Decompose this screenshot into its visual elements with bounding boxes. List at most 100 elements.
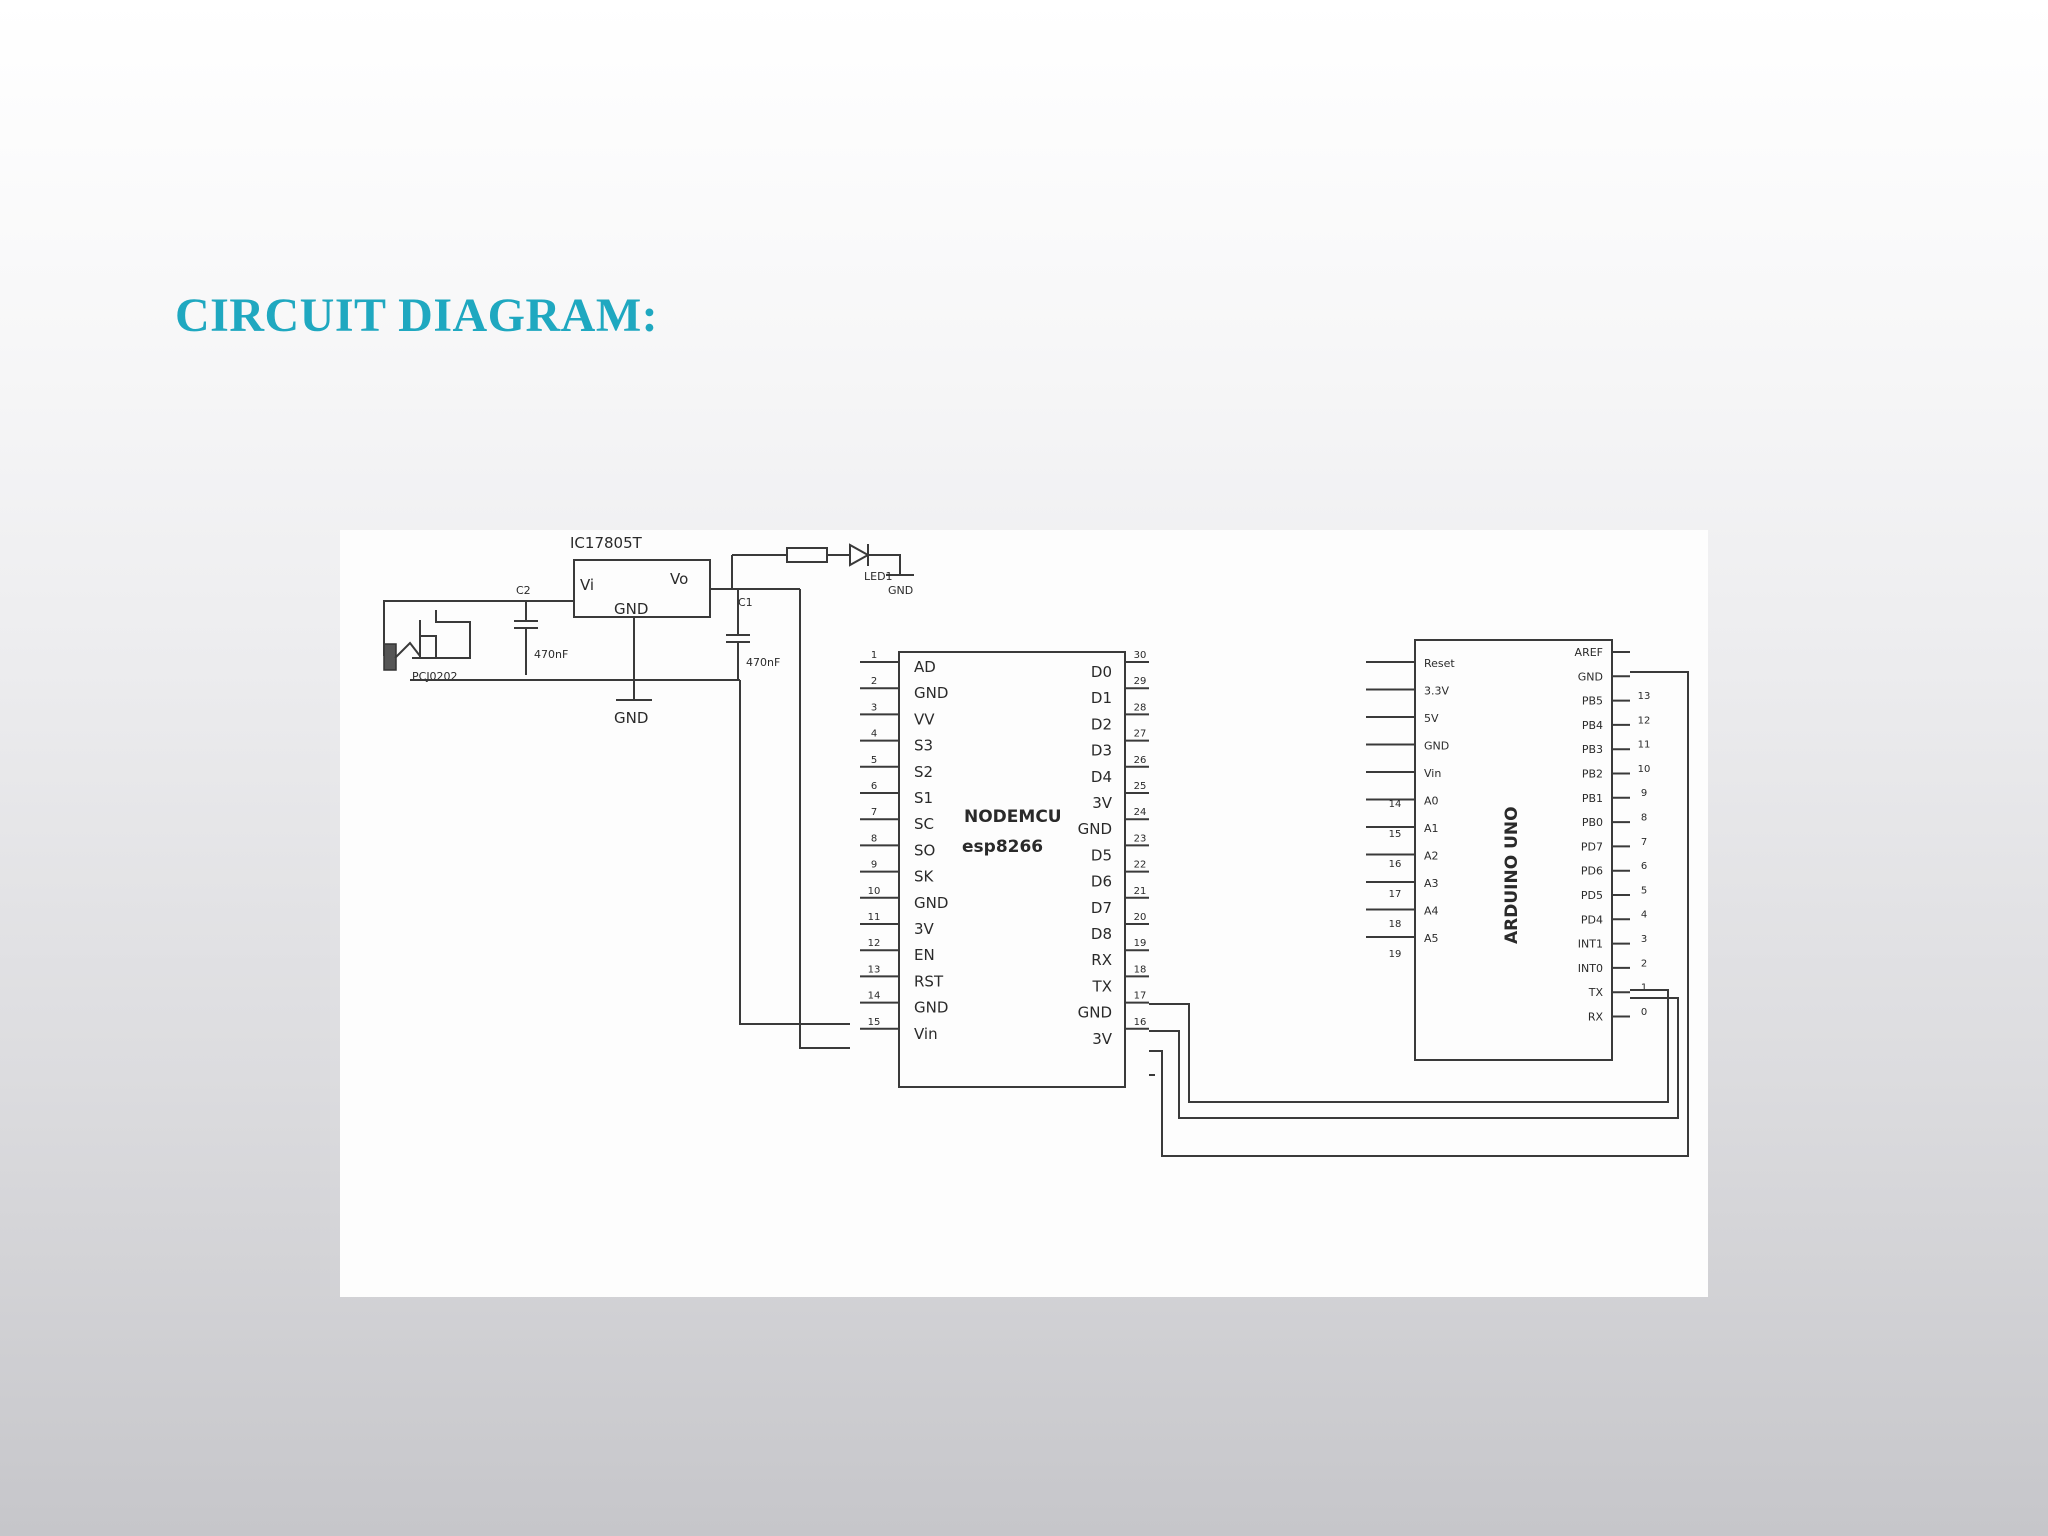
nodemcu-left-pin-number: 13: [868, 964, 881, 975]
power-jack-label: PCJ0202: [412, 670, 458, 683]
nodemcu-right-pin-number: 25: [1134, 781, 1147, 792]
arduino-left-pin: Reset: [1424, 657, 1455, 670]
nodemcu-right-pin: D7: [1091, 899, 1112, 917]
nodemcu-right-pin: 3V: [1092, 794, 1113, 812]
regulator-vout: Vo: [670, 570, 688, 588]
led-resistor: [786, 547, 850, 563]
arduino-right-pin: PB4: [1582, 719, 1603, 732]
nodemcu-right-pin-number: 24: [1134, 807, 1147, 818]
capacitor-c2: C2 470nF: [514, 584, 568, 675]
nodemcu-left-pin-number: 11: [868, 912, 881, 923]
nodemcu-right-pin-number: 29: [1134, 676, 1147, 687]
nodemcu-left-pin-number: 7: [871, 807, 877, 818]
arduino-left-pin-number: 17: [1389, 889, 1402, 900]
arduino-left-pin: 3.3V: [1424, 685, 1449, 698]
arduino-left-pin-number: 15: [1389, 829, 1402, 840]
arduino-left-pin: A5: [1424, 932, 1439, 945]
arduino-right-pin: PB1: [1582, 792, 1603, 805]
arduino-left-pin: A2: [1424, 850, 1439, 863]
nodemcu-left-pin: VV: [914, 710, 935, 728]
nodemcu-right-pin-number: 23: [1134, 833, 1147, 844]
arduino-right-pin: PD6: [1581, 865, 1603, 878]
nodemcu-left-pin: GND: [914, 999, 948, 1017]
arduino-right-pin-number: 7: [1641, 837, 1647, 848]
regulator-ground: GND: [614, 709, 648, 727]
arduino-right-pin-number: 4: [1641, 910, 1647, 921]
nodemcu-right-pin-number: 16: [1134, 1017, 1147, 1028]
arduino-left-pin: A3: [1424, 877, 1439, 890]
nodemcu-right-pin: D3: [1091, 742, 1112, 760]
nodemcu-right-pin: D2: [1091, 715, 1112, 733]
arduino-right-pin: PD7: [1581, 840, 1603, 853]
nodemcu-left-pin-number: 14: [868, 991, 881, 1002]
nodemcu-right-pin: TX: [1092, 977, 1112, 995]
arduino-left-pin-number: 14: [1389, 799, 1402, 810]
nodemcu-right-pin: D4: [1091, 768, 1112, 786]
wire-tx-to-int0: [1149, 997, 1679, 1119]
arduino-right-pin: RX: [1588, 1011, 1604, 1024]
nodemcu-right-pin: RX: [1091, 951, 1112, 969]
nodemcu-right-pin: 3V: [1092, 1030, 1113, 1048]
nodemcu-left-pin-number: 1: [871, 650, 877, 661]
nodemcu-right-pin: GND: [1078, 820, 1112, 838]
nodemcu-right-pin-number: 22: [1134, 860, 1147, 871]
nodemcu-right-pin-number: 19: [1134, 938, 1147, 949]
arduino-right-pin: PB3: [1582, 743, 1603, 756]
nodemcu-left-pin: SK: [914, 868, 935, 886]
arduino-right-pin-number: 8: [1641, 813, 1647, 824]
nodemcu-left-pin: Vin: [914, 1025, 938, 1043]
arduino-left-pin-number: 19: [1389, 949, 1402, 960]
nodemcu-module: NODEMCU esp8266 ADGNDVVS3S2S1SCSOSKGND3V…: [860, 650, 1149, 1088]
nodemcu-right-pin-number: 30: [1134, 650, 1147, 661]
nodemcu-left-pin: S2: [914, 763, 933, 781]
arduino-right-pin-number: 3: [1641, 934, 1647, 945]
wire-rx-to-int1: [1149, 989, 1669, 1103]
arduino-left-pin: A1: [1424, 822, 1439, 835]
arduino-right-pin: PB0: [1582, 816, 1603, 829]
nodemcu-right-pin-number: 26: [1134, 755, 1147, 766]
arduino-title: ARDUINO UNO: [1502, 806, 1522, 944]
arduino-right-pin-number: 10: [1638, 764, 1651, 775]
nodemcu-right-pin-number: 27: [1134, 729, 1147, 740]
capacitor-c2-name: C2: [516, 584, 531, 597]
arduino-right-pin: PB2: [1582, 768, 1603, 781]
arduino-right-pin-number: 2: [1641, 958, 1647, 969]
nodemcu-left-pin: SO: [914, 841, 935, 859]
capacitor-c2-value: 470nF: [534, 648, 568, 661]
nodemcu-right-pin: D0: [1091, 663, 1112, 681]
nodemcu-right-pin: D8: [1091, 925, 1112, 943]
nodemcu-left-pin-number: 10: [868, 886, 881, 897]
nodemcu-right-pin: GND: [1078, 1004, 1112, 1022]
arduino-left-pin: GND: [1424, 740, 1449, 753]
arduino-right-pin: PD5: [1581, 889, 1603, 902]
nodemcu-subtitle: esp8266: [962, 837, 1043, 857]
nodemcu-left-pin-number: 9: [871, 860, 877, 871]
arduino-right-pin-number: 12: [1638, 715, 1651, 726]
arduino-left-pin: A4: [1424, 905, 1439, 918]
nodemcu-right-pin-number: 28: [1134, 702, 1147, 713]
nodemcu-left-pin-number: 3: [871, 702, 877, 713]
arduino-right-pin-number: 5: [1641, 885, 1647, 896]
slide-title: CIRCUIT DIAGRAM:: [175, 289, 659, 342]
circuit-schematic: PCJ0202 C2 470nF IC17805T Vi Vo GND GND …: [383, 534, 1689, 1157]
nodemcu-left-pin: GND: [914, 894, 948, 912]
arduino-uno-board: ARDUINO UNO Reset3.3V5VGNDVinA0A1A2A3A4A…: [1366, 639, 1651, 1061]
arduino-left-pin-number: 18: [1389, 919, 1402, 930]
led-diode: LED1 GND: [849, 543, 914, 597]
capacitor-c1: C1 470nF: [726, 589, 780, 680]
nodemcu-left-pin-number: 5: [871, 755, 877, 766]
nodemcu-right-pin: D6: [1091, 873, 1112, 891]
nodemcu-left-pin: SC: [914, 815, 934, 833]
nodemcu-left-pin: S1: [914, 789, 933, 807]
nodemcu-right-pin: D5: [1091, 846, 1112, 864]
arduino-right-pin: GND: [1578, 670, 1603, 683]
arduino-right-pin-number: 9: [1641, 788, 1647, 799]
nodemcu-title: NODEMCU: [964, 807, 1062, 827]
arduino-right-pin-number: 0: [1641, 1007, 1647, 1018]
nodemcu-left-pin-number: 6: [871, 781, 877, 792]
arduino-right-pin: INT0: [1578, 962, 1603, 975]
arduino-right-pin: PB5: [1582, 695, 1603, 708]
arduino-left-pin: 5V: [1424, 712, 1439, 725]
nodemcu-left-pin: AD: [914, 658, 936, 676]
arduino-right-pin-number: 13: [1638, 691, 1651, 702]
